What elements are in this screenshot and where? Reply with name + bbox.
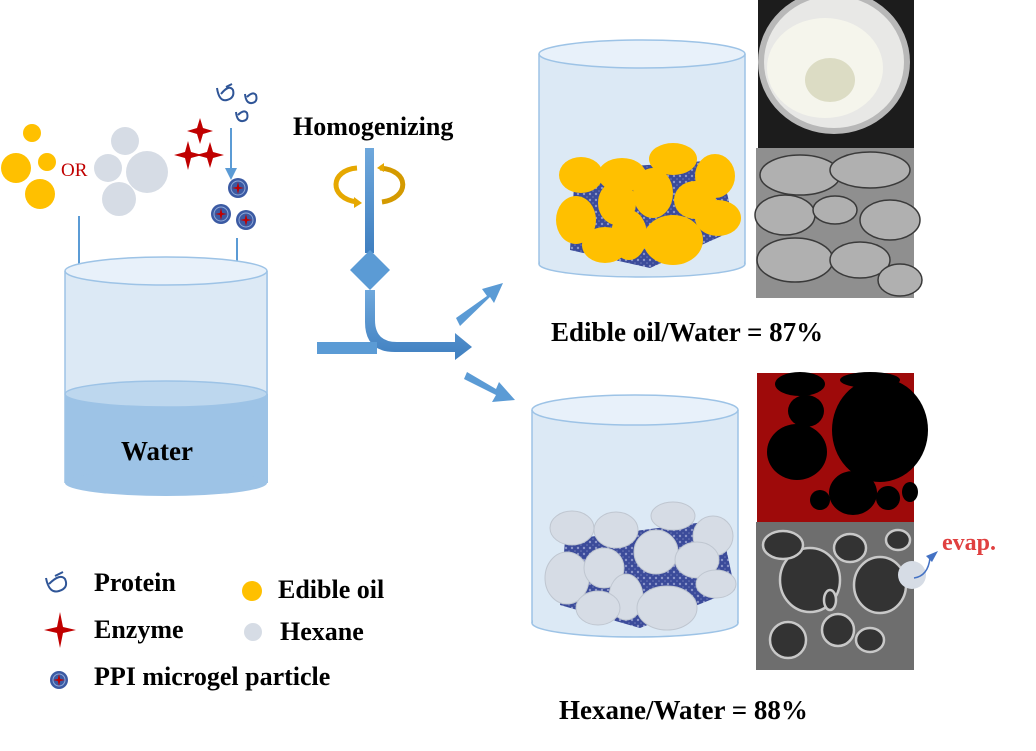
water-label: Water (121, 436, 193, 466)
sem-image-edible-oil (754, 148, 923, 298)
enzyme-icon (44, 612, 76, 648)
emulsion-photo (758, 0, 914, 149)
enzyme-stars (174, 118, 224, 170)
confocal-image-hexane (757, 372, 928, 523)
microgel-icon (50, 671, 68, 689)
legend-enzyme-label: Enzyme (94, 615, 184, 644)
hexane-ratio-label: Hexane/Water = 88% (559, 695, 808, 725)
homogenizer (317, 148, 515, 402)
evaporation-indicator (898, 551, 938, 589)
or-label: OR (61, 160, 88, 181)
legend-protein-label: Protein (94, 568, 176, 597)
homogenizing-label: Homogenizing (293, 112, 454, 141)
edible-oil-ratio-label: Edible oil/Water = 87% (551, 317, 824, 347)
protein-squiggles (216, 83, 258, 123)
legend-icons (44, 571, 262, 689)
oil-droplets-cluster (1, 124, 56, 209)
hexane-dot-icon (244, 623, 262, 641)
sem-image-hexane (756, 522, 914, 670)
water-beaker (64, 256, 268, 496)
legend-edible-oil-label: Edible oil (278, 575, 385, 604)
hexane-beaker (531, 394, 739, 638)
legend-microgel-label: PPI microgel particle (94, 662, 331, 691)
microgel-particles (211, 178, 256, 230)
protein-icon (45, 571, 68, 593)
legend-hexane-label: Hexane (280, 617, 364, 646)
edible-oil-dot-icon (242, 581, 262, 601)
edible-oil-beaker (538, 39, 746, 278)
hexane-droplets-cluster (94, 127, 168, 216)
evap-label: evap. (942, 530, 996, 556)
